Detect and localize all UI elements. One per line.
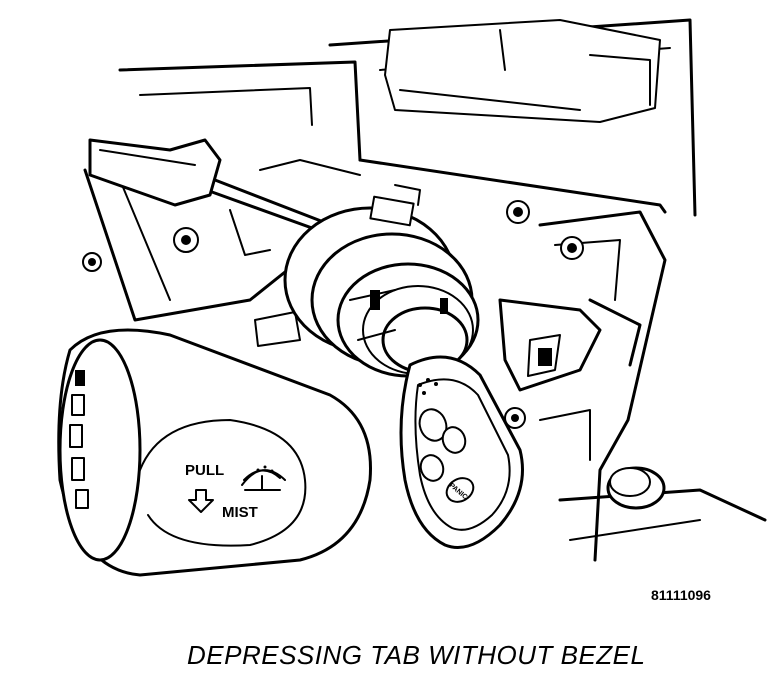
figure-caption: DEPRESSING TAB WITHOUT BEZEL xyxy=(187,640,646,670)
dimmer-knob xyxy=(606,466,666,510)
multifunction-stalk: PULL MIST xyxy=(57,328,372,577)
instrument-panel xyxy=(118,18,697,217)
stalk-label-pull: PULL xyxy=(185,462,224,479)
down-arrow-icon xyxy=(188,489,214,513)
lower-bracket xyxy=(83,159,361,347)
stalk-label-mist: MIST xyxy=(222,504,258,521)
wiper-icon xyxy=(241,465,286,491)
key-fob-icon: PANIC xyxy=(399,355,524,549)
ignition-cylinder-icon xyxy=(283,184,480,378)
bolt-nut xyxy=(82,200,584,429)
figure-number: 81111096 xyxy=(651,587,711,603)
steering-column-bracket xyxy=(82,200,767,562)
